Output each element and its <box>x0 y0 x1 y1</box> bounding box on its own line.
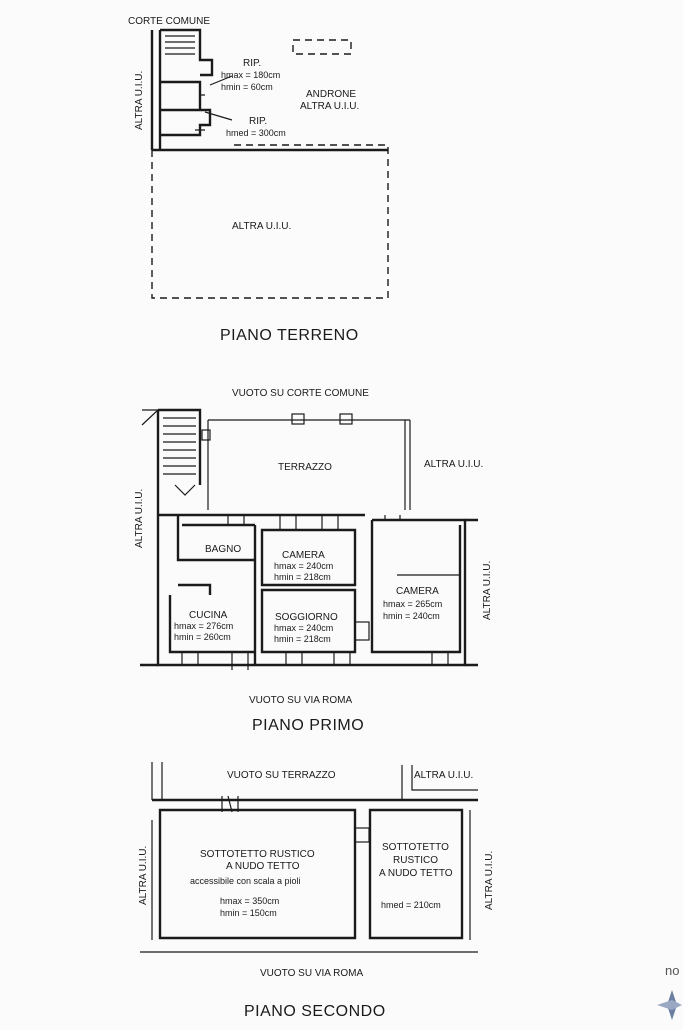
sottotetto2-walls <box>368 808 464 940</box>
rip1-hmax: hmax = 180cm <box>221 70 280 80</box>
compass-star-icon <box>657 1000 682 1010</box>
cucina-walls <box>168 583 255 654</box>
ground-altra-side-label: ALTRA U.I.U. <box>134 71 145 130</box>
soggiorno-hmin: hmin = 218cm <box>274 634 331 644</box>
camera2-hmin: hmin = 240cm <box>383 611 440 621</box>
first-altra-left: ALTRA U.I.U. <box>134 489 145 548</box>
bagno-label: BAGNO <box>205 544 241 555</box>
sottotetto2-hmed: hmed = 210cm <box>381 900 441 910</box>
sottotetto1-hmin: hmin = 150cm <box>220 908 277 918</box>
rip2-name: RIP. <box>249 116 267 127</box>
first-top-windows <box>227 515 401 530</box>
rip1-hmin: hmin = 60cm <box>221 82 273 92</box>
soggiorno-walls <box>260 588 357 654</box>
first-stair-arrow <box>174 484 196 496</box>
soggiorno-name: SOGGIORNO <box>275 612 338 623</box>
sottotetto1-walls <box>158 808 357 940</box>
first-top-label: VUOTO SU CORTE COMUNE <box>232 388 369 399</box>
terrazzo-label: TERRAZZO <box>278 462 332 473</box>
sottotetto1-line1: SOTTOTETTO RUSTICO <box>200 849 315 860</box>
sottotetto1-line3: accessibile con scala a pioli <box>190 876 301 886</box>
second-floor-title: PIANO SECONDO <box>244 1003 386 1020</box>
androne-altra-label: ALTRA U.I.U. <box>300 101 359 112</box>
first-altra-right-top: ALTRA U.I.U. <box>424 459 483 470</box>
north-compass: no <box>657 963 682 1020</box>
ground-floor-title: PIANO TERRENO <box>220 327 359 344</box>
first-bottom-windows <box>181 652 449 670</box>
first-stair-outline <box>156 408 202 515</box>
sottotetto2-line2: RUSTICO <box>393 855 438 866</box>
camera1-walls <box>260 528 357 587</box>
first-altra-right: ALTRA U.I.U. <box>482 561 493 620</box>
camera1-hmin: hmin = 218cm <box>274 572 331 582</box>
first-stair-treads <box>163 417 196 475</box>
ground-door-marks <box>195 94 205 131</box>
ground-floor-plan: CORTE COMUNE ALTRA U.I.U. RIP. hmax = 18… <box>128 16 389 344</box>
ground-leader-lines <box>204 75 233 121</box>
terrazzo-post-1 <box>291 413 305 425</box>
second-floor-plan: VUOTO SU TERRAZZO ALTRA U.I.U. ALTRA U.I… <box>138 762 495 1020</box>
second-altra-top-right: ALTRA U.I.U. <box>414 770 473 781</box>
camera2-inner-line <box>397 574 461 582</box>
ground-dashed-marker <box>292 39 352 55</box>
camera1-hmax: hmax = 240cm <box>274 561 333 571</box>
first-bottom-label: VUOTO SU VIA ROMA <box>249 695 352 706</box>
camera2-walls <box>370 520 462 654</box>
androne-label: ANDRONE <box>306 89 356 100</box>
soggiorno-hmax: hmax = 240cm <box>274 623 333 633</box>
terrazzo-outline <box>207 419 411 510</box>
second-connecting-door <box>354 827 370 843</box>
rip1-name: RIP. <box>243 58 261 69</box>
cucina-hmax: hmax = 276cm <box>174 621 233 631</box>
bagno-walls <box>176 515 257 665</box>
first-stair-landing <box>141 409 160 426</box>
first-outer-extensions <box>140 518 478 667</box>
camera2-name: CAMERA <box>396 586 439 597</box>
terrazzo-post-2 <box>339 413 353 425</box>
ground-stair-outline <box>160 28 214 77</box>
sottotetto2-line1: SOTTOTETTO <box>382 842 449 853</box>
ground-rip-rooms <box>160 80 212 137</box>
second-top-walls <box>151 762 478 800</box>
camera1-name: CAMERA <box>282 550 325 561</box>
ground-left-wall <box>150 30 162 150</box>
ground-altra-dashed-outline <box>151 144 389 299</box>
cucina-name: CUCINA <box>189 610 228 621</box>
cucina-hmin: hmin = 260cm <box>174 632 231 642</box>
compass-label: no <box>665 963 679 978</box>
first-floor-title: PIANO PRIMO <box>252 717 364 734</box>
second-altra-left: ALTRA U.I.U. <box>138 846 149 905</box>
second-outer-lines <box>140 810 478 953</box>
ground-stair-treads <box>165 35 195 55</box>
sottotetto1-hmax: hmax = 350cm <box>220 896 279 906</box>
second-top-label: VUOTO SU TERRAZZO <box>227 770 336 781</box>
sottotetto2-line3: A NUDO TETTO <box>379 868 453 879</box>
sottotetto1-line2: A NUDO TETTO <box>226 861 300 872</box>
second-altra-right: ALTRA U.I.U. <box>484 851 495 910</box>
rip2-hmed: hmed = 300cm <box>226 128 286 138</box>
camera2-hmax: hmax = 265cm <box>383 599 442 609</box>
soggiorno-door <box>354 621 370 641</box>
second-top-window <box>221 795 239 813</box>
first-floor-plan: VUOTO SU CORTE COMUNE TERRAZZO ALTRA U.I… <box>134 388 493 734</box>
second-bottom-label: VUOTO SU VIA ROMA <box>260 968 363 979</box>
ground-altra-center-label: ALTRA U.I.U. <box>232 221 291 232</box>
corte-comune-label: CORTE COMUNE <box>128 16 210 27</box>
terrazzo-post-3 <box>201 429 211 441</box>
